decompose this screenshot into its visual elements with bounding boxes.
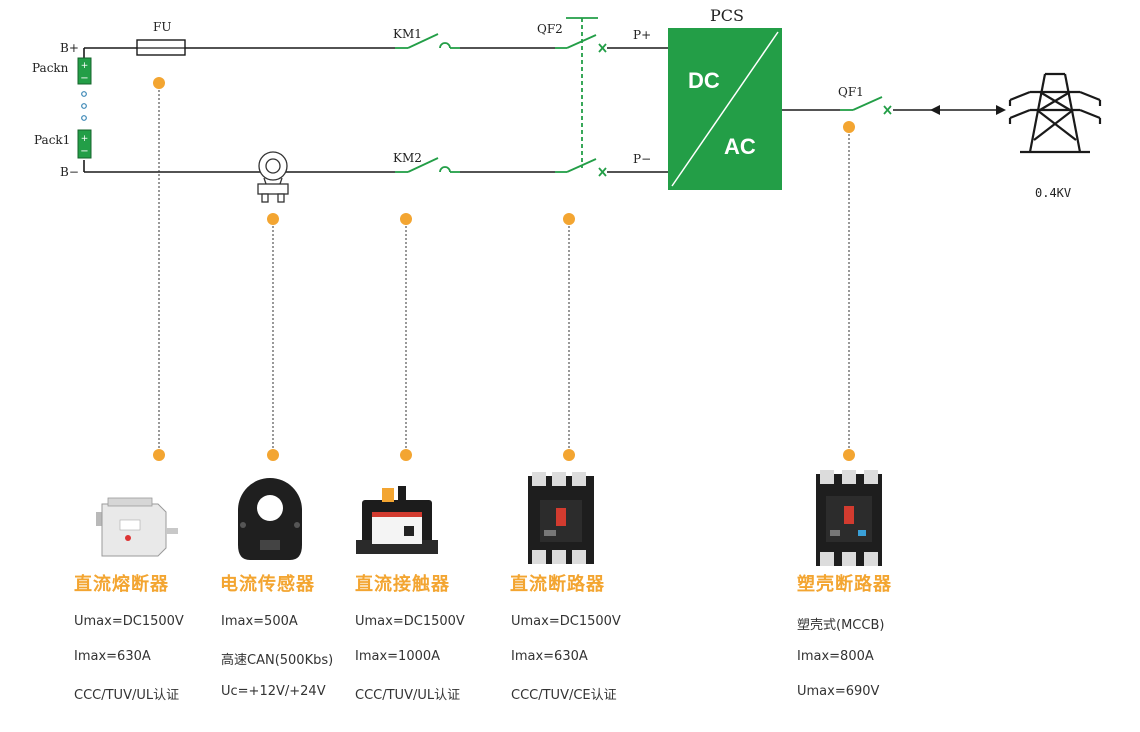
label-b-plus: B+ xyxy=(60,41,79,55)
label-pack1: Pack1 xyxy=(34,133,70,147)
label-fu: FU xyxy=(153,20,171,34)
product-spec: Uc=+12V/+24V xyxy=(221,684,326,699)
product-spec: CCC/TUV/UL认证 xyxy=(74,688,180,703)
breaker-qf1-symbol xyxy=(840,96,892,115)
leader-dots xyxy=(153,77,855,461)
svg-text:+: + xyxy=(81,61,89,71)
pcs-converter: DC AC xyxy=(668,28,782,190)
dc-contactor-icon xyxy=(356,486,438,554)
contactor-km2-symbol xyxy=(395,157,460,173)
product-spec: Imax=800A xyxy=(797,649,874,664)
breaker-qf2-symbol xyxy=(555,17,607,177)
bidirectional-arrow-icon xyxy=(930,105,1006,115)
product-card-current-sensor: 电流传感器 xyxy=(220,570,315,596)
pcs-dc-label: DC xyxy=(688,68,720,93)
current-sensor-symbol xyxy=(257,151,289,203)
svg-text:−: − xyxy=(80,73,88,84)
svg-text:+: + xyxy=(81,134,89,144)
battery-pack-n: + − xyxy=(77,57,92,85)
label-p-plus: P+ xyxy=(633,28,651,42)
label-km1: KM1 xyxy=(393,27,422,41)
label-km2: KM2 xyxy=(393,151,422,165)
product-spec: Umax=DC1500V xyxy=(355,614,465,629)
contactor-km1-symbol xyxy=(395,33,460,49)
dc-fuse-icon xyxy=(96,497,178,557)
label-grid-voltage: 0.4KV xyxy=(1035,186,1071,200)
product-spec: Umax=690V xyxy=(797,684,880,699)
power-tower-icon xyxy=(1008,72,1102,154)
fuse-symbol xyxy=(136,39,186,56)
product-spec: Imax=630A xyxy=(74,649,151,664)
product-title: 电流传感器 xyxy=(220,574,315,595)
product-card-dc-breaker: 直流断路器 xyxy=(510,570,605,596)
svg-text:−: − xyxy=(80,146,88,157)
product-card-dc-contactor: 直流接触器 xyxy=(355,570,450,596)
product-spec: Imax=630A xyxy=(511,649,588,664)
leader-lines xyxy=(158,90,850,448)
label-qf2: QF2 xyxy=(537,22,563,36)
battery-pack-1: + − xyxy=(77,129,92,159)
label-qf1: QF1 xyxy=(838,85,864,99)
label-packn: Packn xyxy=(32,61,69,75)
product-spec: Umax=DC1500V xyxy=(74,614,184,629)
product-spec: CCC/TUV/UL认证 xyxy=(355,688,461,703)
product-title: 塑壳断路器 xyxy=(797,574,892,595)
dc-breaker-icon xyxy=(528,472,594,564)
label-b-minus: B− xyxy=(60,165,79,179)
product-card-mccb: 塑壳断路器 xyxy=(797,570,892,596)
pcs-ac-label: AC xyxy=(724,134,756,159)
product-spec: Imax=1000A xyxy=(355,649,441,664)
label-p-minus: P− xyxy=(633,152,651,166)
product-spec: Imax=500A xyxy=(221,614,298,629)
product-spec: Umax=DC1500V xyxy=(511,614,621,629)
mccb-icon xyxy=(816,470,882,566)
product-spec: 高速CAN(500Kbs) xyxy=(221,653,334,668)
product-card-dc-fuse: 直流熔断器 xyxy=(74,570,169,596)
product-title: 直流熔断器 xyxy=(74,574,169,595)
wiring xyxy=(83,47,1000,173)
product-title: 直流接触器 xyxy=(355,574,450,595)
product-spec: 塑壳式(MCCB) xyxy=(797,618,885,633)
product-title: 直流断路器 xyxy=(510,574,605,595)
label-pcs: PCS xyxy=(710,6,744,25)
current-sensor-icon xyxy=(238,478,302,560)
pack-ellipsis-dots xyxy=(81,91,87,121)
product-spec: CCC/TUV/CE认证 xyxy=(511,688,617,703)
